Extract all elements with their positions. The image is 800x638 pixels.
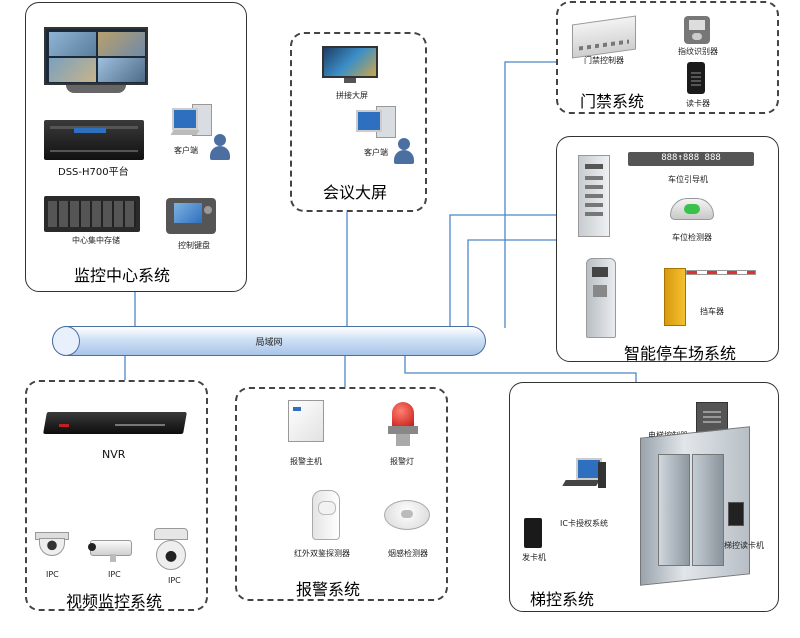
link-elevator bbox=[404, 356, 637, 382]
ic-system-label: IC卡授权系统 bbox=[560, 519, 608, 528]
space-detector-icon bbox=[670, 198, 714, 224]
infrared-detector-icon bbox=[312, 490, 340, 540]
link-access-control bbox=[504, 61, 556, 328]
access-control-box bbox=[556, 1, 779, 114]
guide-display-text: 888↑888 888 bbox=[661, 153, 721, 163]
ticket-machine-icon bbox=[578, 155, 610, 237]
dss-platform-icon bbox=[44, 120, 144, 160]
infrared-label: 红外双鉴探测器 bbox=[294, 549, 350, 558]
card-issuer-icon bbox=[524, 518, 542, 548]
video-surveillance-title: 视频监控系统 bbox=[66, 592, 163, 611]
elevator-reader-label: 梯控读卡机 bbox=[724, 541, 764, 550]
ipc-label-2: IPC bbox=[108, 570, 121, 579]
guide-display-icon: 888↑888 888 bbox=[628, 152, 754, 166]
alarm-host-icon bbox=[288, 400, 324, 442]
control-keyboard-icon bbox=[166, 198, 216, 234]
card-reader-icon bbox=[687, 62, 705, 94]
client-label: 客户端 bbox=[174, 146, 198, 155]
access-control-title: 门禁系统 bbox=[580, 92, 645, 111]
ipc-speed-dome-icon bbox=[154, 528, 188, 572]
ipc-dome-icon bbox=[35, 532, 69, 558]
monitor-center-title: 监控中心系统 bbox=[74, 266, 171, 285]
nvr-label: NVR bbox=[102, 448, 126, 461]
lan-label: 局域网 bbox=[255, 338, 283, 348]
fingerprint-label: 指纹识别器 bbox=[678, 47, 718, 56]
guide-label: 车位引导机 bbox=[668, 175, 708, 184]
splice-screen-label: 拼接大屏 bbox=[336, 91, 368, 100]
ipc-label-3: IPC bbox=[168, 576, 181, 585]
smoke-detector-icon bbox=[384, 500, 430, 530]
door-controller-label: 门禁控制器 bbox=[584, 56, 624, 65]
meeting-client-icon bbox=[356, 106, 414, 168]
video-wall-icon bbox=[44, 27, 148, 95]
client-computer-icon bbox=[170, 104, 230, 166]
space-detector-label: 车位检测器 bbox=[672, 233, 712, 242]
elevator-title: 梯控系统 bbox=[530, 590, 595, 609]
smoke-label: 烟感检测器 bbox=[388, 549, 428, 558]
fingerprint-reader-icon bbox=[684, 16, 710, 44]
barrier-label: 挡车器 bbox=[700, 307, 724, 316]
storage-label: 中心集中存储 bbox=[72, 236, 120, 245]
link-parking-2 bbox=[467, 239, 556, 328]
elevator-car-icon bbox=[640, 426, 754, 586]
card-reader-label: 读卡器 bbox=[686, 99, 710, 108]
meeting-screen-title: 会议大屏 bbox=[323, 183, 388, 202]
meeting-client-label: 客户端 bbox=[364, 148, 388, 157]
ic-computer-icon bbox=[562, 458, 606, 494]
alarm-title: 报警系统 bbox=[296, 580, 361, 599]
alarm-lamp-icon bbox=[388, 402, 418, 448]
ipc-label-1: IPC bbox=[46, 570, 59, 579]
lan-bus: 局域网 bbox=[52, 326, 486, 356]
card-issuer-label: 发卡机 bbox=[522, 553, 546, 562]
parking-title: 智能停车场系统 bbox=[624, 344, 737, 363]
ipc-bullet-icon bbox=[88, 540, 138, 562]
ticket-dispenser-icon bbox=[586, 258, 616, 338]
splice-screen-icon bbox=[322, 46, 378, 84]
barrier-gate-icon bbox=[664, 260, 756, 326]
storage-icon bbox=[44, 196, 140, 232]
link-parking-1 bbox=[449, 214, 556, 328]
nvr-icon bbox=[43, 412, 187, 442]
alarm-lamp-label: 报警灯 bbox=[390, 457, 414, 466]
dss-label: DSS-H700平台 bbox=[58, 167, 129, 178]
alarm-host-label: 报警主机 bbox=[290, 457, 322, 466]
keyboard-label: 控制键盘 bbox=[178, 241, 210, 250]
